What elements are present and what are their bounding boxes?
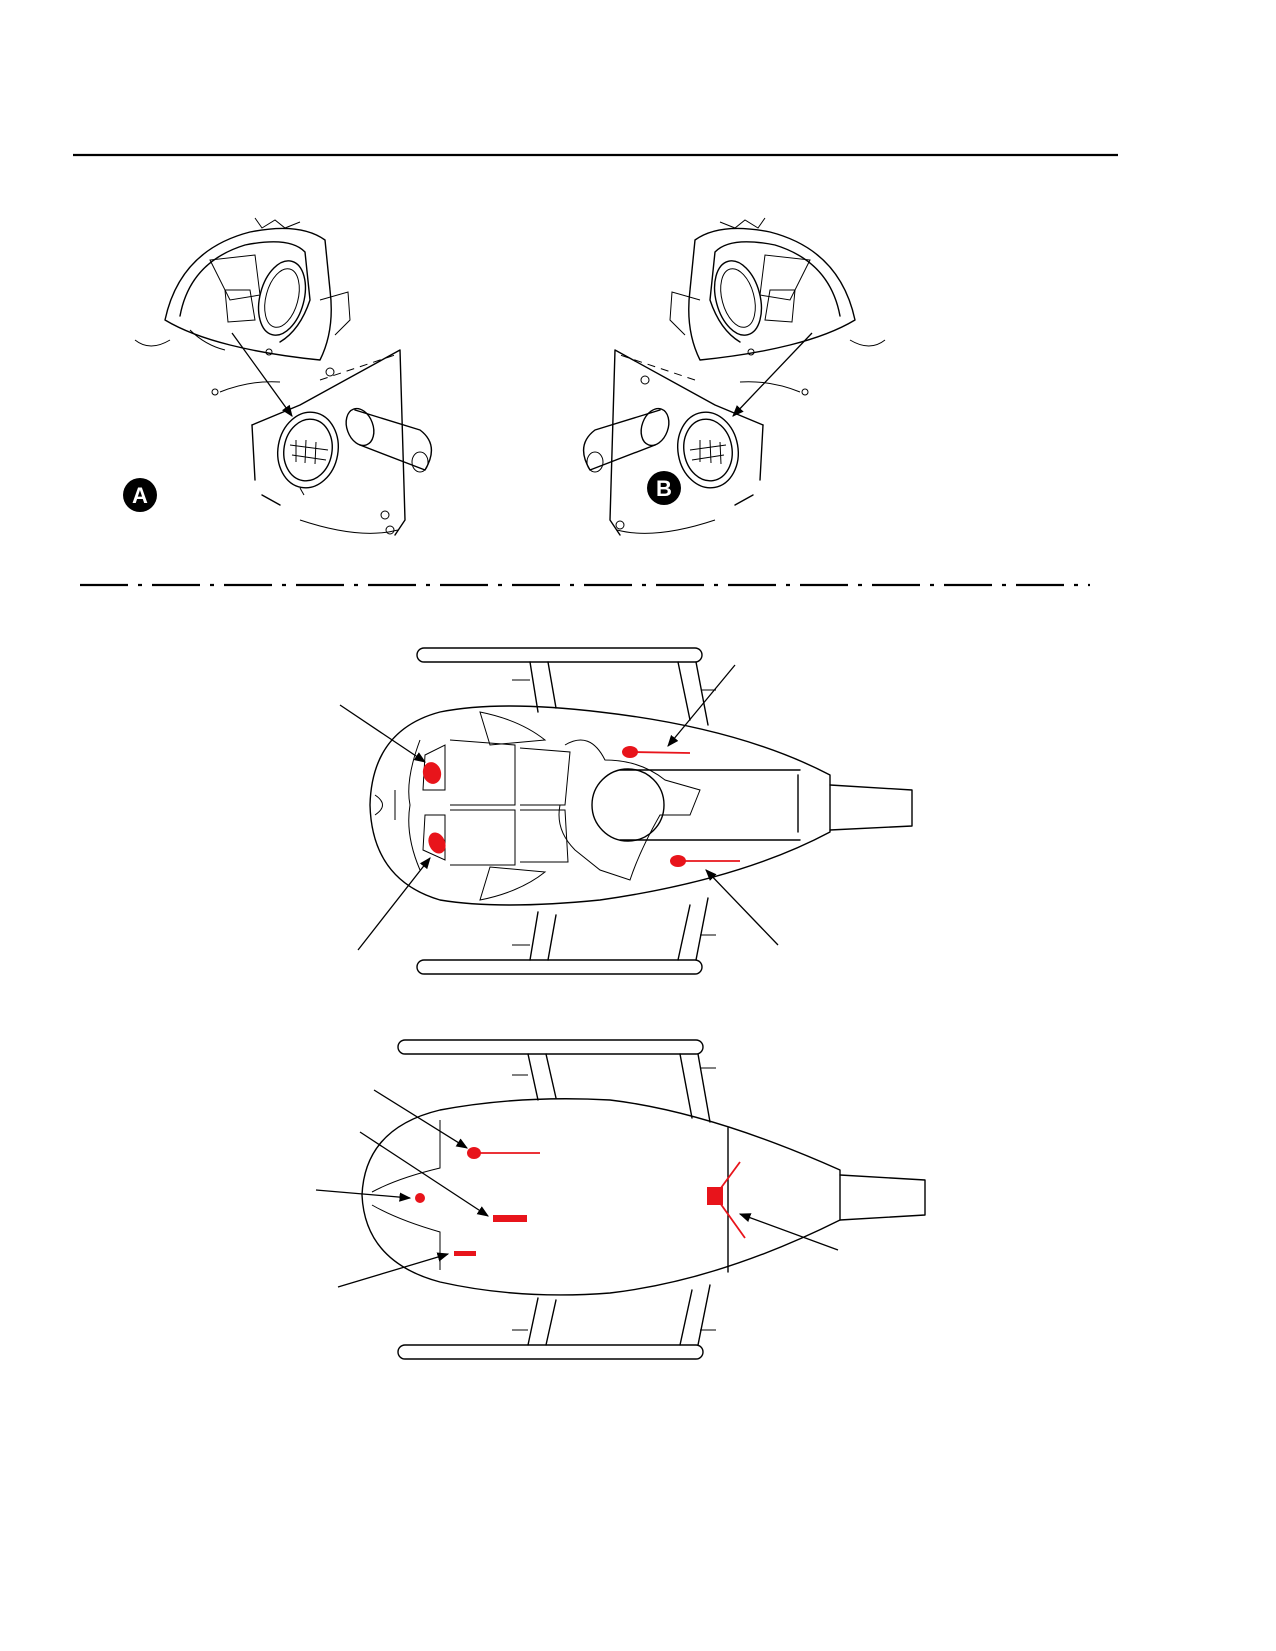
helicopter-top-view-1 — [339, 647, 913, 975]
marker-nose-spot — [415, 1193, 425, 1203]
view-badge-b: B — [656, 476, 672, 501]
instrument-gauge-b — [677, 411, 739, 489]
helicopter-top-view-2 — [315, 1039, 926, 1360]
canopy-frame-a — [134, 217, 351, 396]
view-badge-a-icon — [123, 478, 157, 512]
view-b-illustration: B — [582, 217, 886, 536]
marker-forward-right — [428, 832, 446, 854]
view-a-illustration: A — [123, 217, 433, 536]
instrument-gauge-a — [277, 411, 339, 496]
view-badge-a: A — [132, 483, 148, 508]
marker-forward-left — [422, 762, 442, 784]
marker-lower-bar — [454, 1251, 476, 1256]
marker-center-bar — [493, 1215, 527, 1222]
view-badge-b-icon — [647, 471, 681, 505]
canopy-frame-b — [669, 217, 886, 396]
